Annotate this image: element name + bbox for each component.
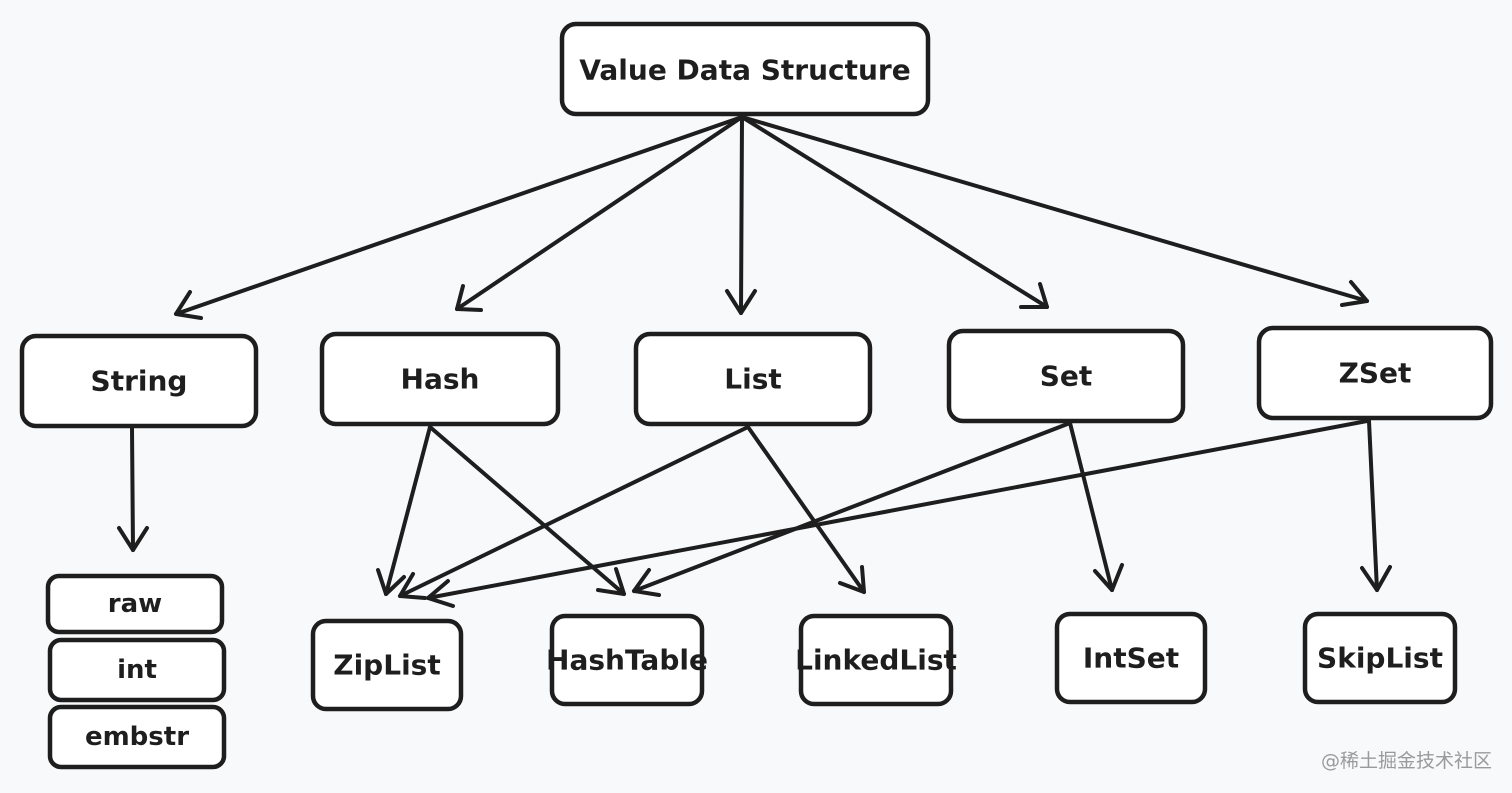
node-raw: raw: [45, 573, 225, 635]
edge-zset-to-ziplist: [426, 419, 1369, 608]
node-intset-label: IntSet: [1083, 642, 1179, 675]
node-linkedlist: LinkedList: [795, 613, 957, 707]
node-hash-label: Hash: [401, 363, 480, 396]
node-string: String: [19, 333, 259, 429]
nodes: Value Data Structure String Hash List Se…: [19, 21, 1494, 770]
watermark: @稀土掘金技术社区: [1320, 750, 1492, 772]
root-label: Value Data Structure: [579, 54, 910, 87]
edge-root-to-set: [740, 115, 1049, 309]
edge-root-to-zset: [740, 115, 1369, 307]
node-string-label: String: [91, 365, 188, 398]
node-embstr: embstr: [47, 704, 227, 770]
node-int: int: [47, 637, 227, 703]
edge-hash-to-ziplist: [376, 425, 432, 596]
edge-root-to-list: [725, 115, 757, 315]
node-ziplist-label: ZipList: [333, 649, 440, 682]
node-linkedlist-label: LinkedList: [795, 644, 957, 677]
node-skiplist: SkipList: [1302, 611, 1458, 705]
node-hash: Hash: [319, 331, 561, 427]
node-set-label: Set: [1040, 360, 1093, 393]
node-list: List: [633, 331, 873, 427]
node-hashtable: HashTable: [546, 613, 708, 707]
node-set: Set: [946, 328, 1186, 424]
node-hashtable-label: HashTable: [546, 644, 708, 677]
node-intset: IntSet: [1054, 611, 1208, 705]
node-embstr-label: embstr: [85, 722, 189, 752]
edge-zset-to-skiplist: [1360, 419, 1392, 592]
edge-list-to-linkedlist: [746, 425, 866, 594]
node-zset-label: ZSet: [1339, 357, 1412, 390]
node-skiplist-label: SkipList: [1317, 642, 1443, 675]
edge-root-to-hash: [455, 115, 744, 312]
edge-root-to-string: [174, 115, 744, 320]
node-ziplist: ZipList: [310, 618, 464, 712]
node-int-label: int: [117, 655, 157, 685]
edge-set-to-hashtable: [632, 421, 1072, 597]
edge-string-to-raw: [117, 426, 149, 552]
node-raw-label: raw: [108, 589, 162, 619]
node-list-label: List: [724, 363, 782, 396]
node-zset: ZSet: [1256, 325, 1494, 421]
edge-set-to-intset: [1068, 421, 1124, 592]
edges: [117, 115, 1392, 608]
root-node: Value Data Structure: [559, 21, 931, 117]
edge-list-to-ziplist: [398, 425, 750, 600]
